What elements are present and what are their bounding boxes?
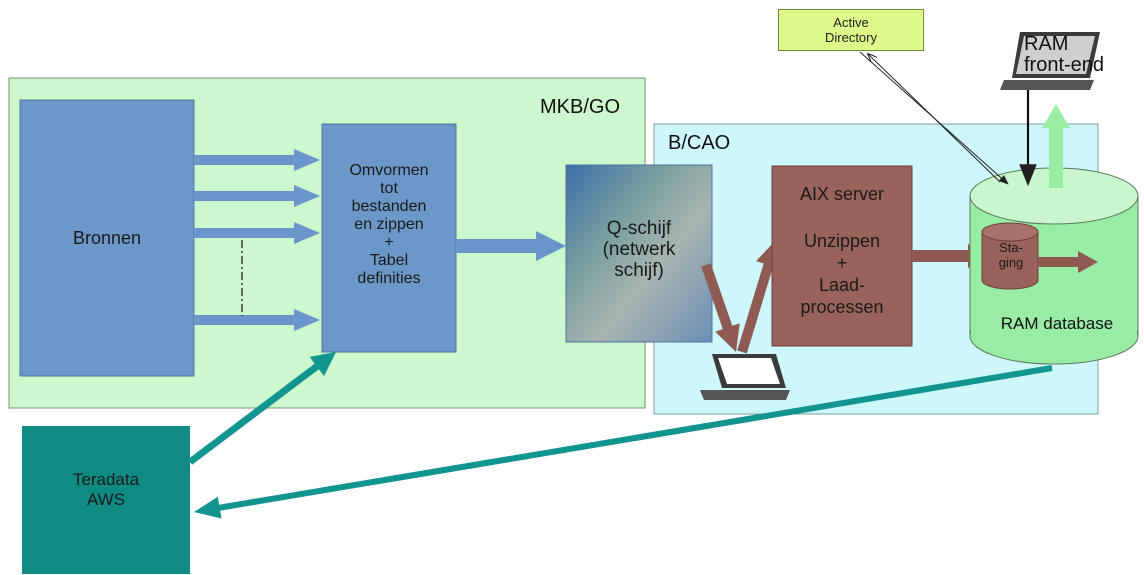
aix-step-line: Laad- [818,275,866,295]
frontend-laptop-screen-inner [1016,36,1095,74]
omvormen-line: bestanden [351,198,427,215]
omvormen-line: Tabel [369,252,409,269]
teradata-to-omvormen-arrow [187,352,336,465]
bronnen-arrow [194,149,320,171]
teradata-box [22,426,190,574]
q-schijf-label: Q-schijf (netwerk schijf) [566,218,712,281]
ram-database-label: RAM database [1000,314,1114,333]
laptop-base [700,390,790,400]
q-schijf-line: schijf) [614,260,664,281]
database-to-frontend-arrow [1042,104,1070,188]
frontend-line: front-end [1024,54,1105,76]
ram-frontend-label: RAM front-end [1024,34,1104,76]
frontend-laptop-base [1000,80,1094,90]
omvormen-line: definities [357,270,421,287]
database-to-active-directory-line [868,54,1001,183]
staging-top [981,222,1039,242]
laptop-screen-inner [718,358,780,384]
q-schijf-box [565,164,713,343]
active-directory-line: Directory [824,30,877,45]
omvormen-line: en zippen [354,216,424,233]
bronnen-box [19,99,195,377]
aix-step-line: + [836,253,848,273]
teradata-line: Teradata [72,470,140,489]
omvormen-line: tot [380,180,398,197]
staging-label: Sta- ging [984,240,1038,270]
zone-label-b-cao: B/CAO [668,132,731,154]
aix-server-steps: Unzippen + Laad- processen [772,230,912,318]
frontend-line: RAM [1024,33,1069,55]
active-directory-box: Active Directory [778,9,924,51]
staging-out-arrow [1038,251,1098,273]
omvormen-line: Omvormen [349,162,429,179]
omvormen-line: + [384,234,394,251]
aix-server-title: AIX server [799,184,885,204]
bronnen-label: Bronnen [72,227,142,248]
database-to-teradata-arrow [194,365,1053,519]
bronnen-arrow [194,185,320,207]
laptop-to-aix-arrow [737,240,781,354]
omvormen-box [321,123,457,353]
omvormen-to-qschijf-arrow [456,231,566,261]
teradata-label: Teradata AWS [22,470,190,510]
active-directory-line: Active [833,15,869,30]
aix-server-box [771,165,913,347]
q-schijf-line: Q-schijf [606,218,672,239]
qschijf-to-laptop-arrow [701,263,740,352]
zone-label-mkb-go: MKB/GO [540,96,621,118]
q-schijf-line: (netwerk [602,239,676,260]
bronnen-arrow [194,309,320,331]
aix-step-line: Unzippen [803,231,881,251]
bronnen-arrow [194,222,320,244]
omvormen-label: Omvormen tot bestanden en zippen + Tabel… [322,162,456,288]
staging-line: Sta- [999,240,1023,255]
teradata-line: AWS [86,490,126,509]
staging-line: ging [998,255,1024,270]
aix-step-line: processen [800,297,884,317]
